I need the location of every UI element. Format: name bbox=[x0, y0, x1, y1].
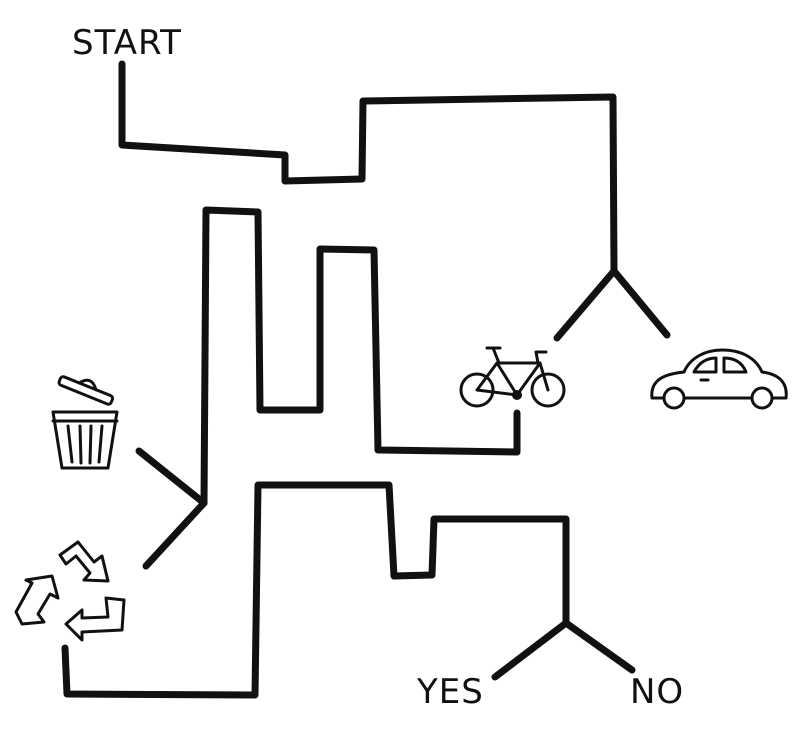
maze-branch-to-no bbox=[562, 619, 636, 674]
maze-branch-to-car bbox=[610, 267, 671, 339]
maze-path-from-bicycle bbox=[200, 206, 521, 507]
yes-label: YES bbox=[416, 672, 484, 712]
maze-path-from-recycle bbox=[61, 481, 570, 699]
maze-branch-to-yes bbox=[491, 619, 570, 681]
start-label: START bbox=[72, 23, 182, 63]
maze-branch-to-bicycle bbox=[553, 267, 618, 342]
trash-can-icon bbox=[51, 375, 119, 470]
no-label: NO bbox=[630, 672, 684, 712]
pedal bbox=[512, 390, 522, 400]
maze-path-start bbox=[118, 60, 618, 275]
car-icon bbox=[650, 348, 788, 410]
maze-branch-to-trash bbox=[135, 447, 208, 507]
bicycle-icon bbox=[459, 346, 566, 408]
maze-branch-to-recycle bbox=[142, 499, 208, 570]
recycle-icon bbox=[14, 540, 126, 642]
